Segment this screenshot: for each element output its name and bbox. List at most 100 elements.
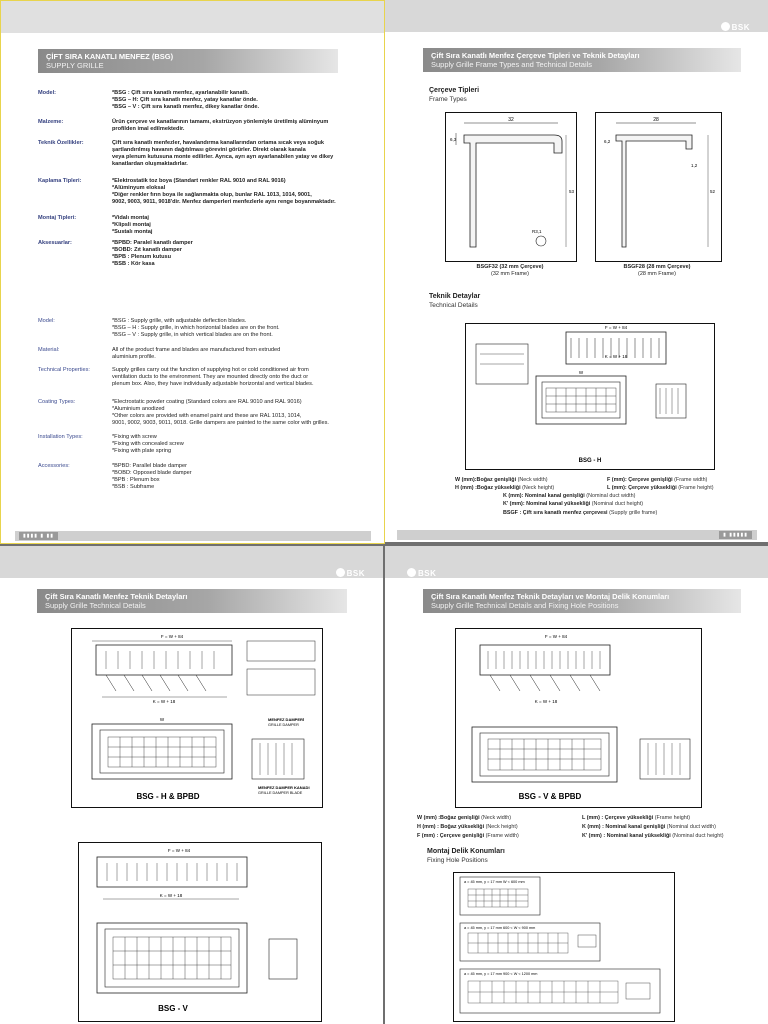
spec-label: Kaplama Tipleri:	[38, 178, 82, 184]
dim-label: 6,2	[604, 139, 611, 144]
spec-label: Technical Properties:	[38, 367, 90, 373]
page-title-band: Çift Sıra Kanatlı Menfez Teknik Detaylar…	[37, 589, 347, 613]
brand-logo: BSK	[407, 568, 436, 578]
dim-label: 53	[569, 189, 575, 194]
page-title-band: Çift Sıra Kanatlı Menfez Teknik Detaylar…	[423, 589, 741, 613]
spec-value: All of the product frame and blades are …	[112, 347, 281, 360]
spec-label: Malzeme:	[38, 119, 64, 125]
legend-item: H (mm) : Boğaz yüksekliği (Neck height)	[417, 824, 518, 830]
spec-value: *BSG : Çift sıra kanatlı menfez, ayarlan…	[112, 90, 260, 110]
spec-label: Coating Types:	[38, 399, 76, 405]
page-title: Çift Sıra Kanatlı Menfez Teknik Detaylar…	[45, 592, 188, 601]
spec-value: *Vidalı montaj *Klipsli montaj *Sustalı …	[112, 215, 153, 235]
note-label: a = 45 mm, y = 17 mm W < 600 mm	[464, 880, 525, 884]
note-label: a = 45 mm, y = 17 mm 900 < W < 1200 mm	[464, 972, 537, 976]
note-label: GRILLE DAMPER BLADE	[258, 791, 303, 795]
dim-label: F = W + 84	[161, 634, 184, 639]
dim-label: 1,2	[691, 163, 698, 168]
drawing-label: BSG - V & BPBD	[519, 792, 582, 801]
footer-page-tag: ▮ ▮▮▮▮▮	[719, 531, 752, 539]
spec-label: Model:	[38, 318, 55, 324]
footer-page-tag: ▮▮▮▮ ▮ ▮▮	[19, 532, 59, 540]
bsg-h-bpbd-technical-drawing: F = W + 84 K = W + 18 W	[91, 634, 316, 801]
page-header-bar	[385, 546, 768, 578]
spec-value: *Electrostatic powder coating (Standard …	[112, 399, 329, 426]
dim-label: F = W + 84	[545, 634, 568, 639]
legend-item: W (mm):Boğaz genişliği (Neck width)	[455, 477, 548, 483]
spec-label: Material:	[38, 347, 60, 353]
dim-label: K = W + 18	[535, 699, 558, 704]
bsg-h-technical-drawing: F = W + 84 K = W + 18 W BSG - H	[475, 325, 687, 464]
legend-item: K (mm) : Nominal kanal genişliği (Nomina…	[582, 824, 716, 830]
page-subtitle: Supply Grille Frame Types and Technical …	[431, 60, 593, 69]
dim-label: R3,1	[532, 229, 542, 234]
spec-label: Aksesuarlar:	[38, 240, 72, 246]
note-label: MENFEZ DAMPERİ	[268, 717, 304, 722]
dim-label: 28	[653, 117, 659, 123]
page-header-bar	[385, 0, 768, 32]
technical-details-subheading: Technical Details	[429, 302, 478, 309]
page-title-band: Çift Sıra Kanatlı Menfez Çerçeve Tipleri…	[423, 48, 741, 72]
page-1: ÇİFT SIRA KANATLI MENFEZ (BSG) SUPPLY GR…	[0, 0, 385, 544]
page-header-bar	[0, 546, 383, 578]
page-subtitle: Supply Grille Technical Details and Fixi…	[431, 601, 619, 610]
frame-profile-28-drawing: 28 6,2 1,2 52	[604, 117, 716, 248]
page-2: BSK Çift Sıra Kanatlı Menfez Çerçeve Tip…	[385, 0, 768, 542]
page-subtitle: SUPPLY GRILLE	[46, 61, 104, 70]
spec-value: *BSG : Supply grille, with adjustable de…	[112, 318, 280, 338]
legend-item: W (mm) :Boğaz genişliği (Neck width)	[417, 815, 512, 821]
page-header-bar	[1, 1, 384, 33]
frame-types-subheading: Frame Types	[429, 96, 467, 103]
fixing-holes-heading: Montaj Delik Konumları	[427, 848, 505, 855]
note-label: a = 45 mm, y = 17 mm 600 < W < 900 mm	[464, 926, 535, 930]
dim-label: W	[160, 717, 165, 722]
footer-bar	[15, 531, 371, 541]
legend-item: H (mm) :Boğaz yüksekliği (Neck height)	[455, 485, 555, 491]
dim-label: F = W + 84	[168, 848, 191, 853]
logo-icon	[720, 22, 730, 31]
dim-label: F = W + 84	[605, 325, 628, 330]
dim-label: 32	[508, 117, 514, 123]
legend-item: F (mm): Çerçeve genişliği (Frame width)	[607, 477, 708, 483]
spec-label: Model:	[38, 90, 57, 96]
dim-label: K = W + 18	[160, 893, 183, 898]
technical-details-heading: Teknik Detaylar	[429, 293, 481, 300]
dim-label: 52	[710, 189, 716, 194]
note-label: MENFEZ DAMPER KANADI	[258, 785, 310, 790]
bsg-v-bpbd-drawing: F = W + 84 K = W + 18 BSG - V	[455, 628, 702, 808]
bsg-v-technical-drawing: F = W + 84 K = W + 18 BSG - V	[96, 848, 298, 1013]
fixing-hole-positions-diagram: a = 45 mm, y = 17 mm W < 600 mm a = 45 m…	[459, 876, 661, 1014]
drawing-label: BSG - V	[158, 1004, 188, 1013]
spec-label: Montaj Tipleri:	[38, 215, 77, 221]
legend-item: K (mm): Nominal kanal genişliği (Nominal…	[503, 493, 636, 499]
page-title: Çift Sıra Kanatlı Menfez Teknik Detaylar…	[431, 592, 670, 601]
page-4: BSK Çift Sıra Kanatlı Menfez Teknik Deta…	[385, 546, 768, 1024]
frame-profile-28-caption: BSGF28 (28 mm Çerçeve)(28 mm Frame)	[623, 264, 691, 277]
dim-label: W	[579, 370, 584, 375]
footer-bar	[397, 530, 757, 540]
frame-profile-32-caption: BSGF32 (32 mm Çerçeve)(32 mm Frame)	[476, 264, 544, 277]
page-title: ÇİFT SIRA KANATLI MENFEZ (BSG)	[46, 52, 174, 61]
bsg-v-drawing: F = W + 84 K = W + 18 BSG - V	[78, 842, 322, 1022]
legend-item: L (mm): Çerçeve yüksekliği (Frame height…	[607, 485, 714, 491]
spec-label: Installation Types:	[38, 434, 83, 440]
page-3: BSK Çift Sıra Kanatlı Menfez Teknik Deta…	[0, 546, 383, 1024]
spec-value: *Elektrostatik toz boya (Standart renkle…	[112, 178, 336, 205]
page-subtitle: Supply Grille Technical Details	[45, 601, 146, 610]
brand-logo: BSK	[335, 568, 365, 578]
legend-item: L (mm) : Çerçeve yüksekliği (Frame heigh…	[582, 815, 691, 821]
brand-logo: BSK	[720, 22, 750, 32]
frame-profile-28: 28 6,2 1,2 52	[595, 112, 722, 262]
frame-profile-32: 32 6,3 53 R3,1	[445, 112, 577, 262]
page-title: Çift Sıra Kanatlı Menfez Çerçeve Tipleri…	[431, 51, 640, 60]
bsg-h-drawing: F = W + 84 K = W + 18 W BSG - H	[465, 323, 715, 470]
bsg-v-bpbd-technical-drawing: F = W + 84 K = W + 18 BSG - V	[471, 634, 691, 801]
page-title-band: ÇİFT SIRA KANATLI MENFEZ (BSG) SUPPLY GR…	[38, 49, 338, 73]
spec-value: *Fixing with screw *Fixing with conceale…	[112, 434, 184, 454]
spec-value: Çift sıra kanatlı menfezler, havalandırm…	[112, 140, 334, 167]
spec-value: *BPBD: Parallel blade damper *BOBD: Oppo…	[112, 463, 192, 490]
bsg-h-bpbd-drawing: F = W + 84 K = W + 18 W	[71, 628, 323, 808]
fixing-hole-positions-drawing: a = 45 mm, y = 17 mm W < 600 mm a = 45 m…	[453, 872, 675, 1022]
dim-label: 6,3	[450, 137, 457, 142]
logo-icon	[407, 568, 416, 577]
